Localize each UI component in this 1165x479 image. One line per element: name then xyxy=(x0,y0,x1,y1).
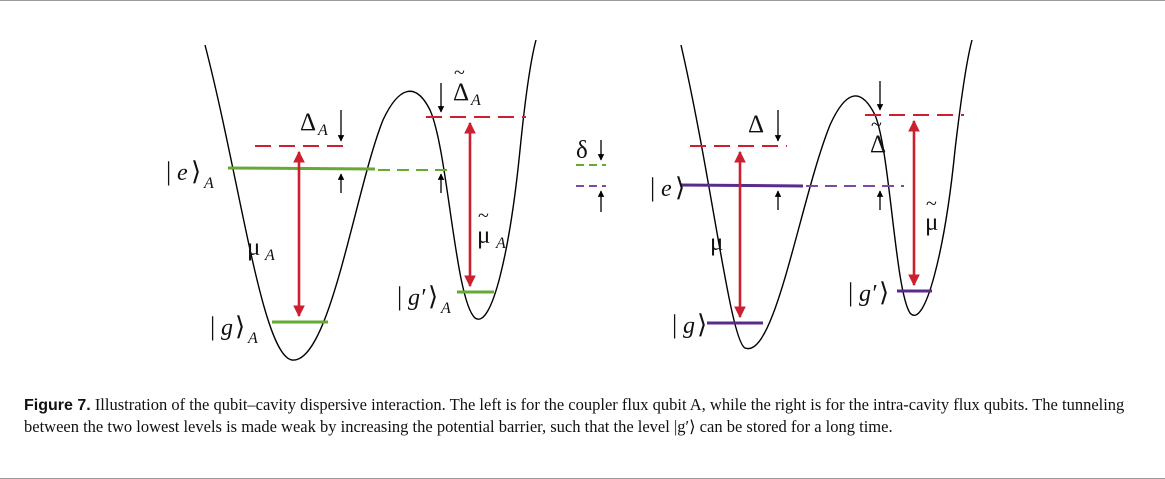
right-delta-tilde-label: Δ xyxy=(870,131,886,158)
left-ket-g: | g ⟩ A xyxy=(210,312,258,347)
left-delta-tilde-sub: A xyxy=(470,92,481,109)
svg-text:⟩: ⟩ xyxy=(235,312,245,341)
right-ket-gprime: | g′ ⟩ xyxy=(848,278,889,307)
svg-text:g: g xyxy=(683,313,695,339)
svg-text:|: | xyxy=(397,282,402,311)
left-level-e xyxy=(227,166,376,171)
svg-text:|: | xyxy=(166,157,171,186)
left-delta-tilde-label: Δ xyxy=(453,79,469,106)
left-delta-tilde-mark: ~ xyxy=(454,62,465,84)
left-mu-tilde-mark: ~ xyxy=(478,205,489,227)
svg-text:|: | xyxy=(650,173,655,202)
left-delta-sub: A xyxy=(317,122,328,139)
left-double-well: Δ A Δ ~ A μ A μ ~ A | e ⟩ A | g ⟩ A | g′… xyxy=(166,39,537,361)
right-double-well: Δ Δ ~ μ μ ~ | e ⟩ | g ⟩ | g′ ⟩ xyxy=(650,39,973,350)
svg-text:|: | xyxy=(210,312,215,341)
middle-delta-indicator: δ xyxy=(576,137,606,212)
svg-text:⟩: ⟩ xyxy=(879,278,889,307)
left-mu-sub: A xyxy=(264,247,275,264)
figure-caption: Figure 7. Illustration of the qubit–cavi… xyxy=(24,394,1134,437)
right-mu-tilde-label: μ xyxy=(925,209,938,236)
svg-text:e: e xyxy=(177,160,188,186)
right-delta-label: Δ xyxy=(748,111,764,138)
right-mu-label: μ xyxy=(710,229,723,256)
right-mu-tilde-mark: ~ xyxy=(926,193,937,215)
right-level-e xyxy=(679,183,804,188)
left-ket-gprime: | g′ ⟩ A xyxy=(397,282,451,317)
svg-text:A: A xyxy=(203,175,214,192)
right-delta-tilde-mark: ~ xyxy=(871,114,882,136)
svg-text:|: | xyxy=(672,310,677,339)
middle-delta-label: δ xyxy=(576,137,588,164)
figure-caption-label: Figure 7. xyxy=(24,397,91,414)
left-ket-e: | e ⟩ A xyxy=(166,157,214,192)
left-delta-label: Δ xyxy=(300,109,316,136)
svg-text:⟩: ⟩ xyxy=(191,157,201,186)
svg-text:A: A xyxy=(440,300,451,317)
svg-text:|: | xyxy=(848,278,853,307)
svg-text:g′: g′ xyxy=(859,281,877,307)
svg-text:e: e xyxy=(661,176,672,202)
svg-text:g: g xyxy=(221,315,233,341)
right-ket-g: | g ⟩ xyxy=(672,310,707,339)
left-mu-tilde-label: μ xyxy=(477,222,490,249)
figure-caption-text: Illustration of the qubit–cavity dispers… xyxy=(24,395,1125,436)
double-well-diagram: Δ A Δ ~ A μ A μ ~ A | e ⟩ A | g ⟩ A | g′… xyxy=(166,39,973,361)
right-ket-e: | e ⟩ xyxy=(650,173,685,202)
svg-text:⟩: ⟩ xyxy=(428,282,438,311)
svg-text:g′: g′ xyxy=(408,285,426,311)
left-mu-tilde-sub: A xyxy=(495,235,506,252)
left-potential-curve xyxy=(204,39,537,361)
svg-text:⟩: ⟩ xyxy=(697,310,707,339)
left-mu-label: μ xyxy=(247,234,260,261)
svg-text:A: A xyxy=(247,330,258,347)
svg-text:⟩: ⟩ xyxy=(675,173,685,202)
right-potential-curve xyxy=(680,39,973,350)
